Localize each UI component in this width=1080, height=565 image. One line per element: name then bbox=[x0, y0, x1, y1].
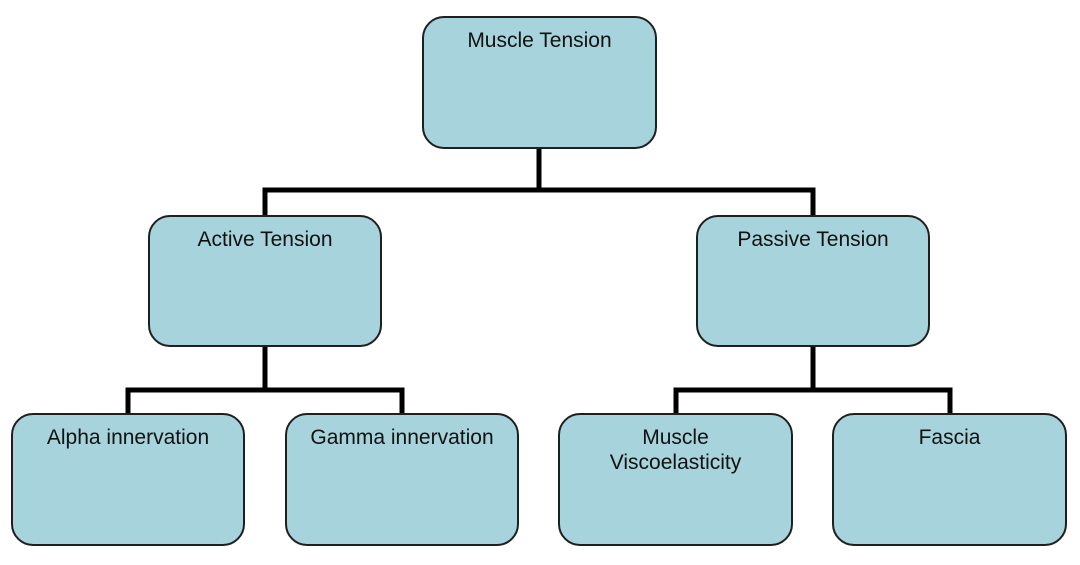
node-passive-tension: Passive Tension bbox=[696, 215, 930, 347]
node-gamma-innervation: Gamma innervation bbox=[285, 413, 519, 546]
connector-passive-children bbox=[673, 344, 953, 416]
node-label: Gamma innervation bbox=[310, 426, 494, 449]
node-fascia: Fascia bbox=[832, 413, 1067, 546]
node-muscle-tension: Muscle Tension bbox=[422, 16, 657, 149]
connector-active-children bbox=[125, 344, 405, 416]
node-alpha-innervation: Alpha innervation bbox=[11, 413, 245, 546]
node-label: Active Tension bbox=[197, 228, 333, 251]
node-label: Muscle Tension bbox=[467, 29, 612, 52]
node-label: Alpha innervation bbox=[46, 426, 210, 449]
node-label: Passive Tension bbox=[737, 228, 889, 251]
node-label: Muscle Viscoelasticity bbox=[609, 426, 742, 474]
node-label: Fascia bbox=[918, 426, 981, 449]
node-muscle-viscoelasticity: Muscle Viscoelasticity bbox=[558, 413, 793, 546]
node-active-tension: Active Tension bbox=[148, 215, 382, 347]
connector-root-children bbox=[262, 146, 816, 218]
